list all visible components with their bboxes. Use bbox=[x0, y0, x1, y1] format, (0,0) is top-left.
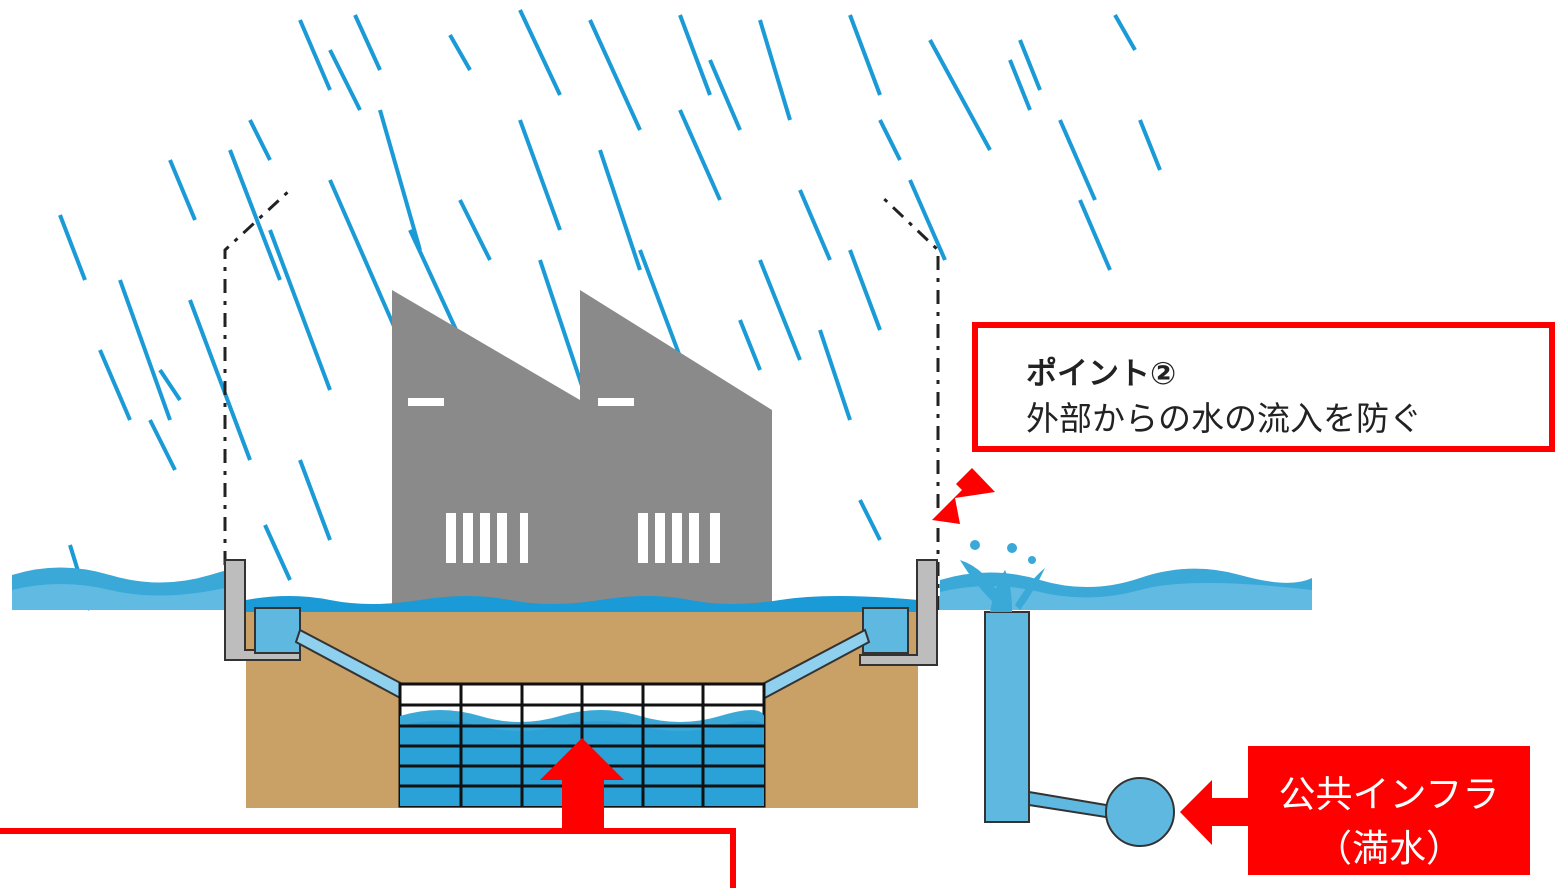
rain-streak bbox=[263, 524, 292, 581]
rain-streak bbox=[518, 9, 562, 96]
rain-streak bbox=[448, 34, 472, 71]
rain-streak bbox=[188, 299, 252, 461]
rain-streak bbox=[298, 19, 332, 91]
rain-streak bbox=[858, 499, 882, 541]
rain-streak bbox=[228, 149, 282, 281]
callout-title: ポイント② bbox=[1026, 356, 1177, 392]
rain-streak bbox=[878, 119, 902, 161]
rain-streak bbox=[1008, 59, 1032, 111]
rain-streak bbox=[168, 159, 197, 221]
rain-streak bbox=[1138, 119, 1162, 171]
rain-streak bbox=[328, 179, 402, 341]
public-pipe-icon bbox=[984, 611, 1175, 847]
rain-streak bbox=[298, 459, 332, 541]
infra-label-line1: 公共インフラ bbox=[1278, 773, 1500, 816]
overflow-splash bbox=[960, 540, 1045, 612]
rain-streak bbox=[148, 419, 177, 471]
rain-streak bbox=[758, 19, 792, 121]
rain-streak bbox=[908, 179, 947, 261]
rain-streak bbox=[738, 319, 762, 371]
rain-streak bbox=[118, 279, 172, 421]
rain-streak bbox=[248, 119, 272, 161]
infra-label-line2: （満水） bbox=[1315, 827, 1463, 870]
rain-streak bbox=[328, 49, 362, 111]
rain-streak bbox=[158, 368, 182, 402]
rain-streak bbox=[1113, 14, 1137, 51]
rain-streak bbox=[378, 109, 422, 251]
rain-streak bbox=[848, 249, 882, 331]
rain-streak bbox=[1018, 39, 1042, 91]
rain-streak bbox=[678, 109, 722, 201]
barrier-dashed-line bbox=[223, 188, 940, 610]
rain-streak bbox=[588, 19, 642, 131]
rain-streak bbox=[758, 259, 802, 361]
rain-streak bbox=[818, 329, 852, 421]
rain-streak bbox=[458, 199, 492, 261]
perimeter-wall bbox=[224, 559, 938, 666]
inside-water bbox=[246, 596, 918, 612]
rain-streak bbox=[928, 39, 992, 151]
factory-icon bbox=[392, 290, 772, 605]
bottom-callout-box bbox=[0, 828, 736, 888]
rain-streak bbox=[798, 189, 832, 261]
rain-streak bbox=[1078, 199, 1112, 271]
rain-streak bbox=[678, 14, 712, 96]
rain-streak bbox=[1058, 119, 1097, 201]
callout-text: 外部からの水の流入を防ぐ bbox=[1026, 399, 1422, 438]
rain-streak bbox=[518, 119, 562, 231]
rain-streak bbox=[58, 214, 87, 281]
rain-streak bbox=[98, 349, 132, 421]
rain-streak bbox=[708, 59, 742, 131]
rain-streak bbox=[268, 229, 332, 391]
rain-streak bbox=[598, 149, 642, 271]
rain-streaks bbox=[58, 9, 1162, 611]
red-arrow-icon bbox=[540, 468, 1248, 845]
public-infra-label: 公共インフラ （満水） bbox=[1248, 746, 1530, 875]
point-callout: ポイント② 外部からの水の流入を防ぐ bbox=[972, 322, 1555, 452]
rain-streak bbox=[848, 14, 882, 96]
flood-water bbox=[12, 567, 1312, 610]
rain-streak bbox=[353, 14, 382, 71]
